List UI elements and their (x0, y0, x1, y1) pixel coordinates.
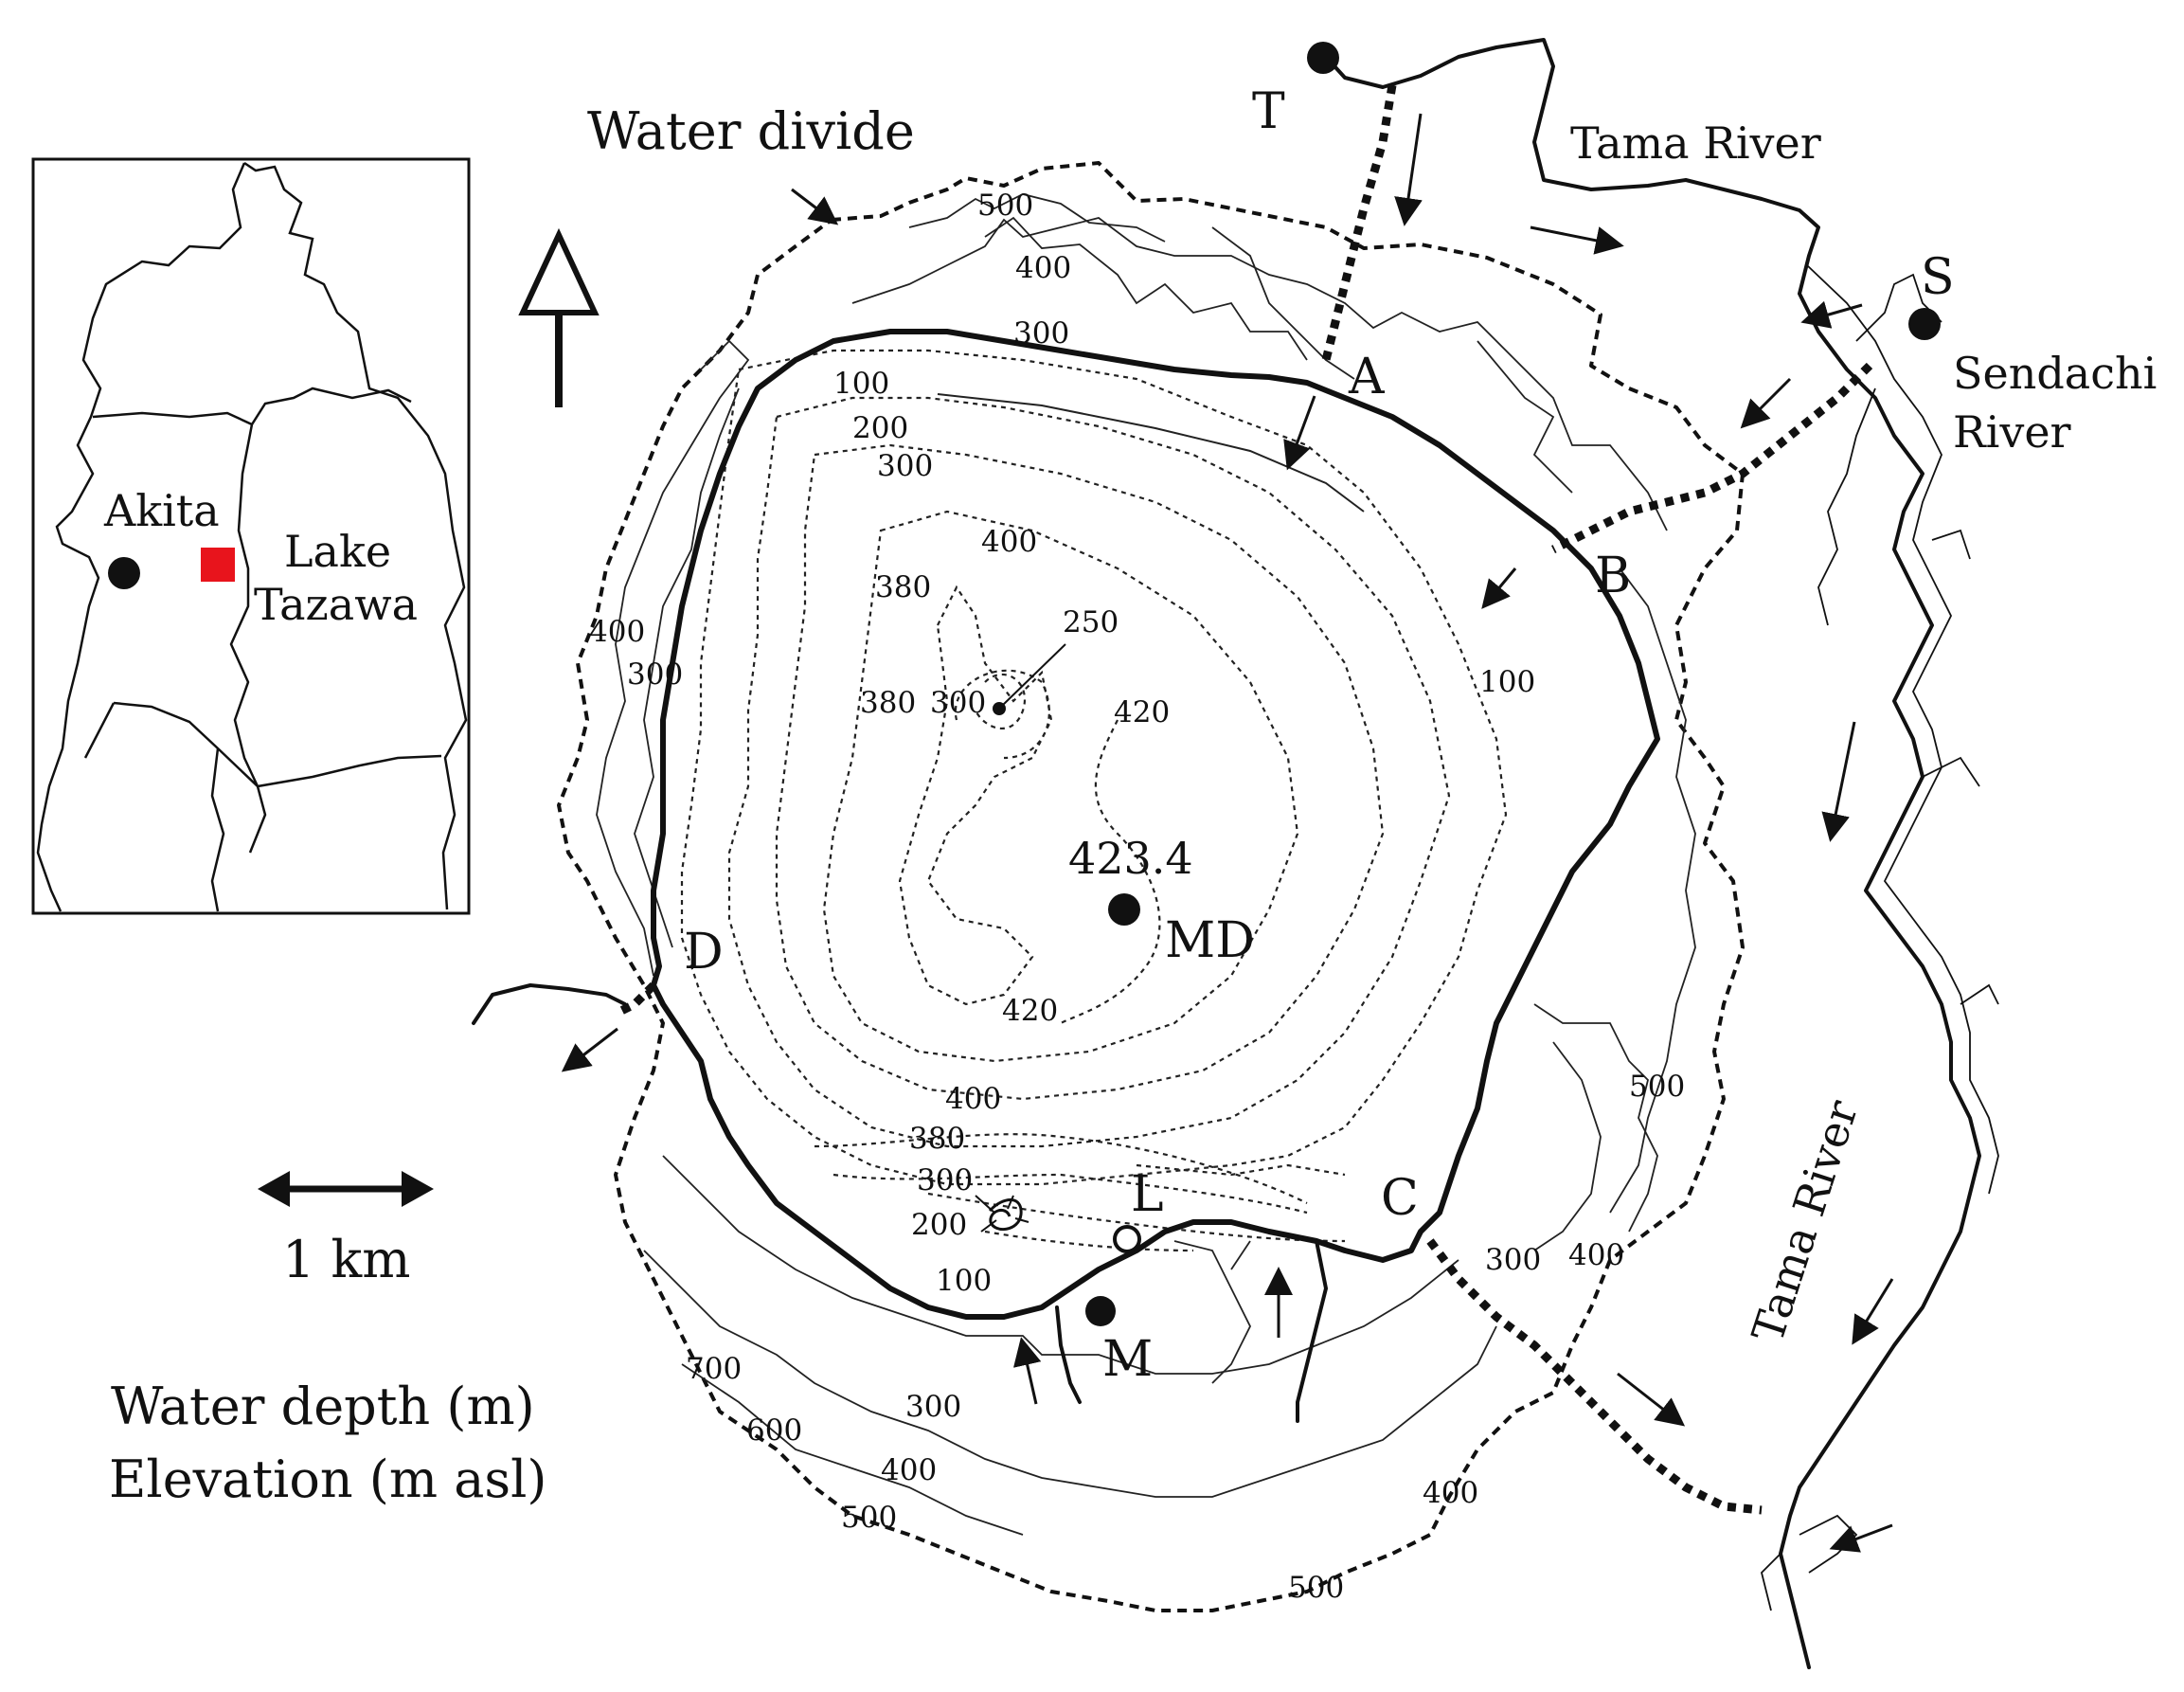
depth-label: 420 (1002, 994, 1058, 1028)
inset-coastline (36, 161, 468, 912)
elevation-labels: 500 400 300 400 300 500 300 400 700 600 … (589, 189, 1685, 1605)
depth-label: 380 (875, 570, 931, 604)
label-C: C (1381, 1170, 1419, 1227)
elevation-label: 500 (1629, 1070, 1685, 1104)
akita-city-marker (108, 557, 140, 589)
bathymetry-labels: 100 200 300 400 380 250 380 300 420 100 … (833, 367, 1535, 1298)
elevation-label: 400 (1423, 1476, 1478, 1510)
elevation-label: 500 (841, 1501, 897, 1535)
rivers (472, 38, 1999, 1669)
lake-label-line1: Lake (284, 526, 391, 577)
elevation-label: 400 (1568, 1238, 1624, 1272)
lake-label-line2: Tazawa (254, 579, 418, 630)
lake-shoreline (651, 329, 1660, 1320)
elevation-label: 500 (1288, 1571, 1344, 1605)
depth-label: 200 (911, 1208, 967, 1242)
point-L-marker (1113, 1225, 1141, 1253)
label-L: L (1131, 1166, 1164, 1223)
lake-tazawa-marker (201, 548, 235, 582)
north-arrow-icon (518, 227, 600, 407)
crater-spiral-icon (975, 1195, 1029, 1233)
elevation-label: 400 (1015, 251, 1071, 285)
inset-frame (31, 157, 471, 915)
north-depth-line (937, 393, 1365, 513)
elevation-label: 300 (905, 1390, 961, 1424)
label-D: D (684, 924, 724, 981)
depth-label: 300 (877, 449, 933, 483)
scale-label: 1 km (282, 1230, 410, 1289)
legend-depth: Water depth (m) (111, 1377, 535, 1436)
depth-label: 100 (1479, 665, 1535, 699)
elevation-contours (596, 193, 1696, 1536)
canal-D (613, 981, 657, 1018)
elevation-label: 300 (627, 657, 683, 692)
water-divide-arrow-icon (791, 188, 839, 225)
elevation-label: 300 (1485, 1243, 1541, 1277)
elevation-label: 600 (746, 1413, 802, 1448)
canal-C (1426, 1238, 1763, 1515)
canal-T-A (1321, 84, 1397, 362)
label-MD: MD (1165, 912, 1255, 969)
depth-label: 380 (860, 686, 916, 720)
point-S-marker (1908, 308, 1941, 340)
elevation-label: 300 (1013, 316, 1069, 351)
inset-prefecture-borders (83, 387, 442, 912)
max-depth-marker (1108, 893, 1140, 926)
akita-label: Akita (103, 485, 220, 536)
tama-river-east-label: Tama River (1742, 1094, 1868, 1348)
flow-arrow-icon (561, 113, 1894, 1553)
elevation-label: 400 (589, 615, 645, 649)
bathymetry-contours (680, 349, 1508, 1252)
canal-S-B (1550, 362, 1873, 554)
water-divide-label: Water divide (587, 101, 915, 161)
legend-elevation: Elevation (m asl) (109, 1449, 546, 1509)
depth-label: 100 (833, 367, 889, 401)
depth-label: 400 (981, 525, 1037, 559)
label-M: M (1102, 1331, 1153, 1388)
sendachi-river-label-line2: River (1953, 406, 2071, 458)
depth-label: 300 (917, 1163, 973, 1197)
elevation-label: 500 (977, 189, 1033, 223)
label-T: T (1252, 83, 1285, 140)
canals (613, 84, 1873, 1515)
label-B: B (1595, 548, 1631, 604)
inset-map: Akita Lake Tazawa (31, 157, 471, 915)
sendachi-river-label-line1: Sendachi (1953, 348, 2157, 399)
scale-bar-icon (258, 1171, 434, 1207)
point-T-marker (1307, 42, 1339, 74)
water-divide-line (557, 161, 1745, 1612)
crater-leader-line (1001, 643, 1066, 707)
label-max-depth: 423.4 (1068, 833, 1193, 884)
point-M-marker (1085, 1296, 1116, 1326)
elevation-label: 400 (881, 1453, 937, 1487)
depth-label: 100 (936, 1264, 992, 1298)
label-S: S (1921, 249, 1955, 306)
depth-label: 380 (909, 1122, 965, 1156)
elevation-label: 700 (686, 1352, 742, 1386)
depth-label: 400 (945, 1082, 1001, 1116)
tama-river-north-label: Tama River (1570, 117, 1821, 169)
depth-label: 200 (852, 411, 908, 445)
depth-label: 300 (930, 686, 986, 720)
depth-label: 420 (1114, 695, 1170, 729)
label-A: A (1348, 349, 1386, 405)
depth-label: 250 (1063, 605, 1119, 639)
